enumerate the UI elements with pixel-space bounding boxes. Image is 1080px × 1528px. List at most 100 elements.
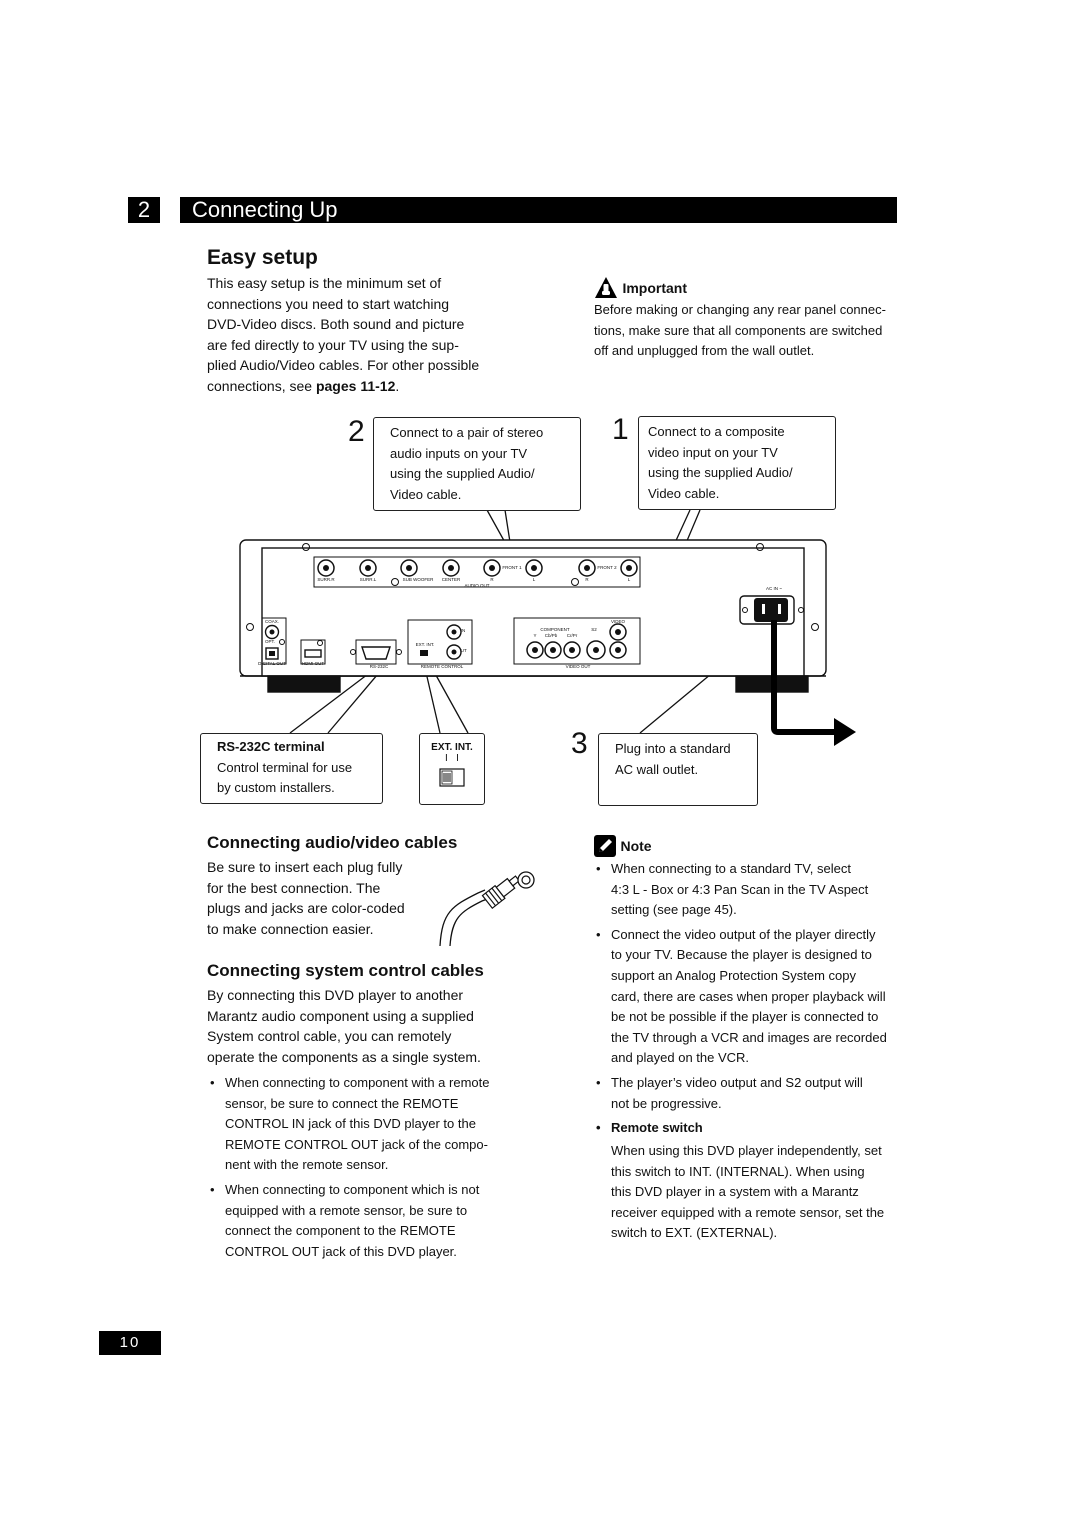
av-line: Be sure to insert each plug fully — [207, 859, 403, 875]
bullet-line: nent with the remote sensor. — [225, 1157, 389, 1173]
system-line: operate the components as a single syste… — [207, 1048, 481, 1065]
step-number: 1 — [612, 413, 629, 446]
remote-switch-line: receiver equipped with a remote sensor, … — [611, 1204, 885, 1220]
label-ac-in: AC IN ~ — [766, 586, 782, 591]
callout-line: Video cable. — [648, 485, 720, 501]
av-cables-text: Be sure to insert each plug fully for th… — [207, 857, 447, 939]
label-crpr: Cr/Pr — [567, 633, 578, 638]
remote-switch-title: Remote switch — [611, 1120, 703, 1136]
label-audio-out: AUDIO OUT — [464, 583, 489, 588]
intro-line: connections you need to start watching — [207, 295, 450, 312]
av-line: to make connection easier. — [207, 920, 374, 937]
important-heading: Important — [594, 276, 687, 300]
easy-setup-intro: This easy setup is the minimum set of co… — [207, 273, 527, 397]
label-y: Y — [533, 633, 536, 638]
label-component: COMPONENT — [540, 627, 570, 632]
system-line: By connecting this DVD player to another — [207, 987, 464, 1003]
note-heading: Note — [594, 835, 652, 857]
remote-switch-text: When using this DVD player independently… — [611, 1141, 906, 1244]
label-l: L — [628, 577, 631, 582]
bullet-line: When connecting to component with a remo… — [225, 1075, 490, 1090]
remote-switch-line: When using this DVD player independently… — [611, 1143, 882, 1158]
callout-line: Plug into a standard — [615, 741, 731, 756]
important-line: Before making or changing any rear panel… — [594, 302, 886, 317]
bullet-line: Connect the video output of the player d… — [611, 926, 876, 942]
bullet-line: When connecting to component which is no… — [225, 1181, 480, 1197]
note-bullets: When connecting to a standard TV, select… — [594, 859, 904, 1143]
bullet-line: REMOTE CONTROL OUT jack of the compo- — [225, 1136, 488, 1152]
av-line: for the best connection. The — [207, 879, 381, 896]
system-line: System control cable, you can remotely — [207, 1028, 452, 1045]
label-remote-control: REMOTE CONTROL — [421, 664, 464, 669]
bullet-item: The player’s video output and S2 output … — [594, 1073, 904, 1114]
intro-line-last: connections, see pages 11-12. — [207, 376, 527, 397]
label-surr-l: SURR.L — [360, 577, 377, 582]
callout-line: using the supplied Audio/ — [648, 465, 793, 481]
bullet-line: sensor, be sure to connect the REMOTE — [225, 1095, 459, 1111]
label-center: CENTER — [442, 577, 461, 582]
label-ext-int: EXT. INT. — [416, 642, 435, 647]
label-video-out: VIDEO OUT — [566, 664, 591, 669]
label-subwoofer: SUB WOOFER — [403, 577, 435, 582]
remote-switch-line: this switch to INT. (INTERNAL). When usi… — [611, 1163, 865, 1179]
callout-line: Control terminal for use — [217, 759, 353, 775]
label-front1: FRONT 1 — [502, 565, 522, 570]
switch-ticks: I I — [445, 753, 459, 764]
section-title-easy-setup: Easy setup — [207, 246, 318, 269]
system-line: Marantz audio component using a supplied — [207, 1007, 474, 1024]
switch-label: EXT. INT. — [431, 742, 473, 753]
label-out: OUT — [457, 648, 467, 653]
important-line: off and unplugged from the wall outlet. — [594, 343, 815, 359]
remote-switch-line: this DVD player in a system with a Maran… — [611, 1184, 859, 1200]
page-number: 10 — [99, 1331, 161, 1355]
label-r: R — [585, 577, 589, 582]
important-line: tions, make sure that all components are… — [594, 322, 883, 338]
bullet-line: support an Analog Protection System copy — [611, 967, 856, 983]
intro-line: This easy setup is the minimum set of — [207, 275, 442, 291]
callout-line: by custom installers. — [217, 780, 335, 796]
bullet-line: the TV through a VCR and images are reco… — [611, 1029, 887, 1045]
bullet-line: setting (see page 45). — [611, 902, 737, 918]
av-line: plugs and jacks are color-coded — [207, 900, 405, 917]
bullet-line: be not be possible if the player is conn… — [611, 1009, 879, 1025]
label-s2: S2 — [591, 627, 597, 632]
label-cbpb: Cb/Pb — [545, 633, 558, 638]
bullet-line: 4:3 L - Box or 4:3 Pan Scan in the TV As… — [611, 881, 869, 897]
system-control-bullets: When connecting to component with a remo… — [208, 1073, 518, 1266]
bullet-line: equipped with a remote sensor, be sure t… — [225, 1202, 468, 1218]
important-label: Important — [622, 280, 688, 296]
label-front2: FRONT 2 — [597, 565, 617, 570]
callout-line: using the supplied Audio/ — [390, 466, 535, 482]
callout-remote-switch: EXT. INT. I I — [419, 733, 485, 805]
bullet-item: Connect the video output of the player d… — [594, 925, 904, 1069]
intro-text: connections, see — [207, 377, 316, 394]
callout-step-1: Connect to a composite video input on yo… — [638, 416, 836, 510]
label-r: R — [490, 577, 494, 582]
label-video: VIDEO — [611, 619, 626, 624]
bullet-line: and played on the VCR. — [611, 1050, 750, 1066]
important-text: Before making or changing any rear panel… — [594, 300, 899, 362]
remote-switch-line: switch to EXT. (EXTERNAL). — [611, 1225, 778, 1241]
section-title-av-cables: Connecting audio/video cables — [207, 833, 458, 852]
bullet-line: card, there are cases when proper playba… — [611, 988, 886, 1004]
bullet-item: When connecting to a standard TV, select… — [594, 859, 904, 921]
bullet-line: CONTROL IN jack of this DVD player to th… — [225, 1116, 476, 1132]
intro-line: DVD-Video discs. Both sound and picture — [207, 316, 465, 333]
label-surr-r: SURR.R — [317, 577, 335, 582]
chapter-title: Connecting Up — [180, 197, 897, 223]
callout-step-2: Connect to a pair of stereo audio inputs… — [373, 417, 581, 511]
intro-line: plied Audio/Video cables. For other poss… — [207, 357, 480, 374]
callout-line: audio inputs on your TV — [390, 445, 528, 461]
important-icon — [595, 277, 617, 298]
system-control-text: By connecting this DVD player to another… — [207, 985, 517, 1067]
label-rs232c: RS-232C — [370, 664, 389, 669]
section-title-system-control: Connecting system control cables — [207, 961, 484, 980]
note-label: Note — [620, 838, 652, 854]
page-reference: pages 11-12 — [315, 377, 396, 394]
bullet-line: The player’s video output and S2 output … — [611, 1074, 863, 1090]
callout-line: Connect to a composite — [648, 424, 785, 439]
callout-title: RS-232C terminal — [217, 739, 325, 754]
callout-rs232c: RS-232C terminal Control terminal for us… — [200, 733, 383, 804]
callout-step-3: Plug into a standard AC wall outlet. — [598, 733, 758, 806]
bullet-line: to your TV. Because the player is design… — [611, 947, 872, 963]
